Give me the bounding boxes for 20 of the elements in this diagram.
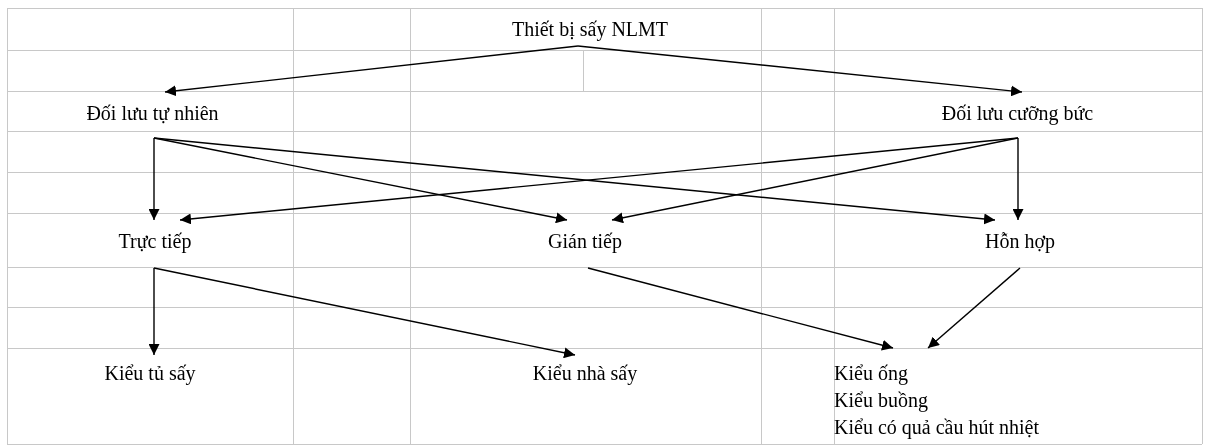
- node-label: Thiết bị sấy NLMT: [511, 17, 669, 43]
- arrow: [927, 267, 1021, 349]
- node-label: Kiểu nhà sấy: [532, 361, 638, 387]
- arrow: [153, 267, 576, 359]
- node-label: Kiểu tủ sấy: [104, 361, 196, 387]
- node-label: Kiểu ống: [834, 361, 908, 387]
- node-label: Đối lưu tự nhiên: [86, 101, 219, 126]
- node-label: Kiểu có quả cầu hút nhiệt: [834, 415, 1039, 441]
- node-label: Gián tiếp: [548, 229, 622, 255]
- node-label: Kiểu buồng: [834, 388, 928, 414]
- arrow: [611, 137, 1019, 224]
- arrow: [577, 45, 1023, 97]
- arrow: [148, 137, 160, 221]
- node-label: Đối lưu cưỡng bức: [941, 101, 1094, 127]
- arrow: [164, 45, 579, 97]
- arrow: [587, 267, 894, 351]
- arrow: [148, 267, 160, 356]
- node-label: Hỗn hợp: [985, 229, 1055, 255]
- arrow: [1012, 137, 1024, 221]
- node-label: Trực tiếp: [118, 229, 192, 255]
